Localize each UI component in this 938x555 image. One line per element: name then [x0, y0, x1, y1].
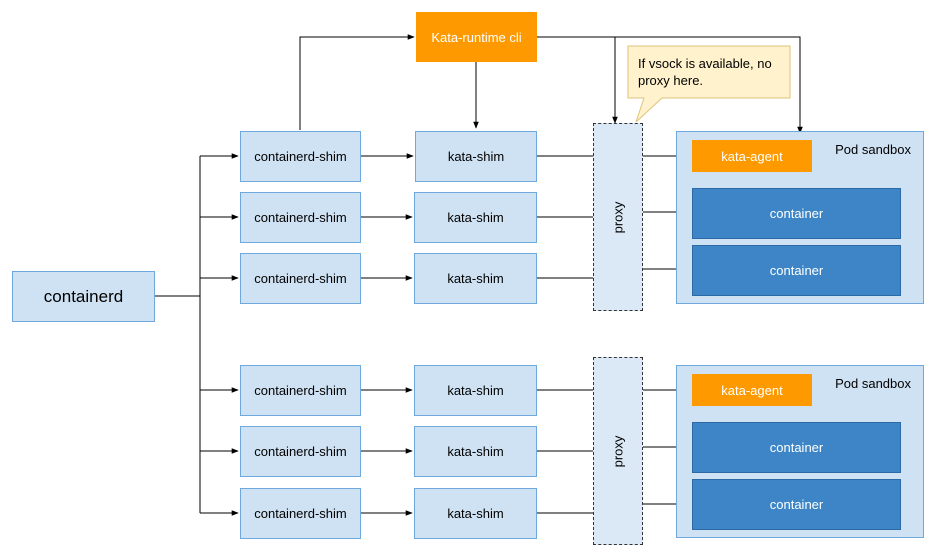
callout-bubble [627, 45, 791, 123]
kata-agent-box: kata-agent [692, 140, 812, 172]
proxy-box: proxy [593, 357, 643, 545]
kata-shim-box: kata-shim [414, 365, 537, 416]
kata-shim-box: kata-shim [414, 192, 537, 243]
containerd-shim-box: containerd-shim [240, 131, 361, 182]
containerd-shim-box: containerd-shim [240, 426, 361, 477]
kata-runtime-cli-box: Kata-runtime cli [416, 12, 537, 62]
containerd-shim-box: containerd-shim [240, 365, 361, 416]
proxy-label: proxy [610, 435, 626, 467]
kata-agent-box: kata-agent [692, 374, 812, 406]
container-box: container [692, 422, 901, 473]
proxy-box: proxy [593, 123, 643, 311]
kata-shim-box: kata-shim [415, 131, 537, 182]
containerd-shim-box: containerd-shim [240, 253, 361, 304]
shim-arrows [361, 153, 414, 516]
pod-sandbox-label: Pod sandbox [835, 376, 911, 391]
containerd-shim-box: containerd-shim [240, 192, 361, 243]
kata-shim-box: kata-shim [414, 488, 537, 539]
callout-text-line1: If vsock is available, no [638, 56, 772, 71]
callout-text-line2: proxy here. [638, 73, 703, 88]
proxy-label: proxy [610, 201, 626, 233]
kata-shim-box: kata-shim [414, 426, 537, 477]
pod-sandbox-label: Pod sandbox [835, 142, 911, 157]
kata-shim-box: kata-shim [414, 253, 537, 304]
containerd-fanout [155, 153, 239, 516]
containerd-box: containerd [12, 271, 155, 322]
container-box: container [692, 188, 901, 239]
container-box: container [692, 479, 901, 530]
container-box: container [692, 245, 901, 296]
runtime-cli-arrows [299, 34, 803, 134]
containerd-shim-box: containerd-shim [240, 488, 361, 539]
